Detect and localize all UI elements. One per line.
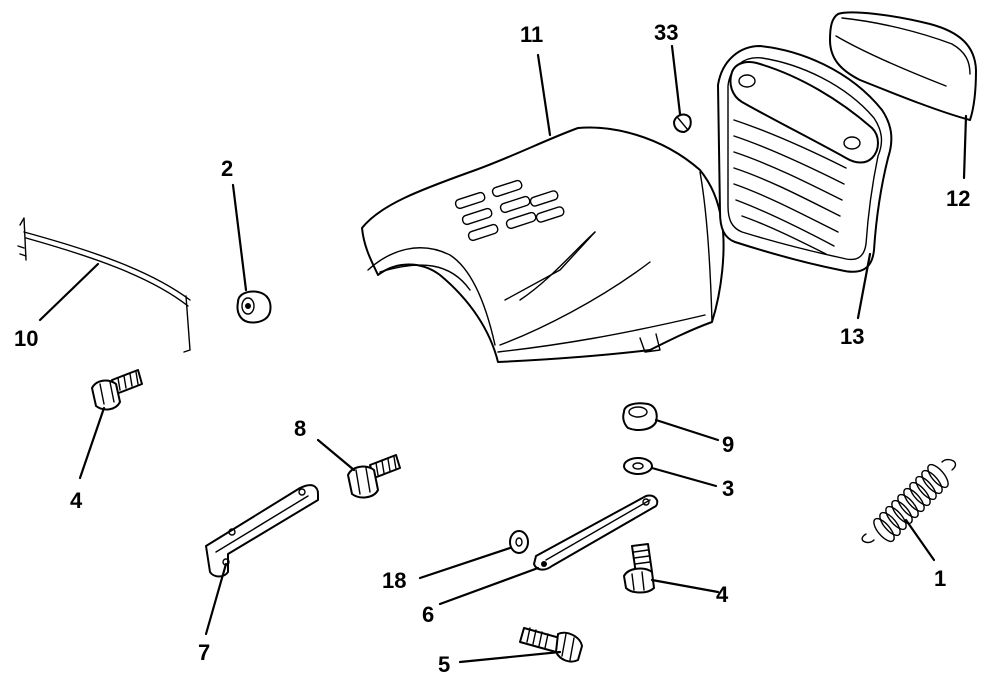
part-bracket-7 — [205, 484, 319, 578]
leader-9 — [654, 418, 720, 442]
part-grille — [717, 45, 893, 273]
callout-33: 33 — [654, 20, 678, 45]
leader-7 — [204, 562, 228, 636]
leader-4-left — [78, 406, 106, 480]
part-clip — [673, 113, 692, 133]
part-bolt-right — [623, 543, 655, 594]
part-hood-cover — [361, 126, 725, 363]
part-bolt-8 — [347, 454, 401, 499]
callout-7: 7 — [198, 640, 210, 665]
callout-9: 9 — [722, 432, 734, 457]
callout-12: 12 — [946, 186, 970, 211]
callout-1: 1 — [934, 566, 946, 591]
leader-12 — [962, 114, 968, 180]
leader-3 — [650, 466, 718, 488]
callout-13: 13 — [840, 324, 864, 349]
leader-6 — [438, 566, 540, 606]
part-spacer — [622, 402, 658, 431]
callout-6: 6 — [422, 602, 434, 627]
part-bolt-left — [91, 369, 143, 411]
callout-labels: 11 33 12 13 2 10 4 8 9 3 1 18 6 4 7 5 — [14, 20, 970, 677]
leader-2 — [231, 183, 248, 292]
callout-3: 3 — [722, 476, 734, 501]
part-spring — [861, 458, 957, 544]
leader-4-right — [650, 578, 720, 594]
callout-10: 10 — [14, 326, 38, 351]
part-washer-18 — [509, 530, 529, 554]
part-nut — [236, 290, 272, 324]
part-washer-3 — [623, 457, 653, 475]
callout-11: 11 — [520, 22, 543, 47]
leader-8 — [316, 438, 356, 472]
callout-5: 5 — [438, 652, 450, 677]
leader-33 — [670, 44, 682, 116]
callout-18: 18 — [382, 568, 406, 593]
hood-vents — [454, 179, 565, 242]
leader-1 — [904, 518, 936, 562]
callout-4-right: 4 — [716, 582, 729, 607]
part-panel — [829, 11, 977, 121]
callout-2: 2 — [221, 156, 233, 181]
callout-4-left: 4 — [70, 488, 83, 513]
part-link-bar — [533, 494, 659, 571]
leader-11 — [536, 53, 552, 137]
part-bolt-5 — [519, 627, 583, 663]
spring-coils — [873, 463, 949, 543]
leader-18 — [418, 546, 512, 580]
leader-5 — [458, 650, 562, 664]
leader-13 — [856, 252, 872, 320]
leader-10 — [38, 262, 100, 322]
leader-lines — [38, 44, 968, 664]
callout-8: 8 — [294, 416, 306, 441]
part-rod — [17, 217, 191, 353]
